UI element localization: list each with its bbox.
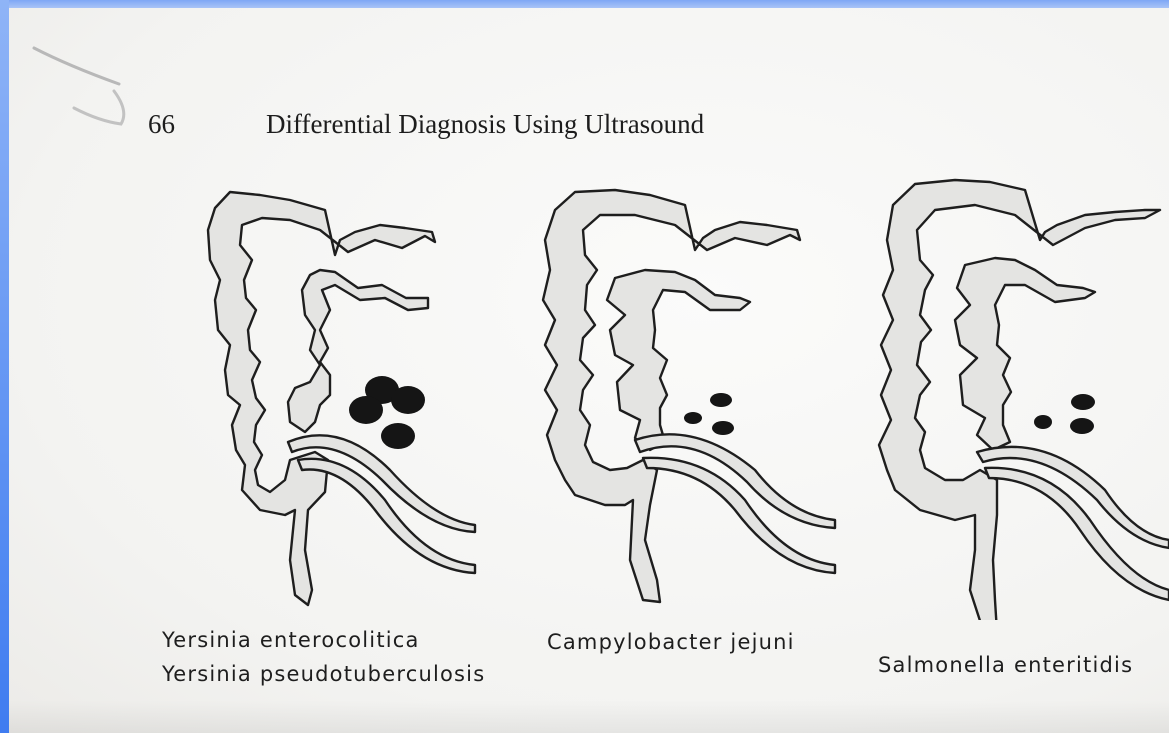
intestine-illustration <box>875 170 1169 620</box>
page-edge-shadow <box>9 700 1169 733</box>
pencil-mark-icon <box>29 36 139 131</box>
intestine-illustration <box>535 170 865 620</box>
figure-caption-1a: Yersinia enterocolitica <box>162 625 420 656</box>
window-frame-left <box>0 0 9 733</box>
figure-panel-yersinia <box>170 170 500 620</box>
lymph-nodes-small <box>684 393 734 435</box>
lymph-nodes-large <box>349 376 425 449</box>
intestine-illustration <box>170 170 500 620</box>
figure-caption-1b: Yersinia pseudotuberculosis <box>162 659 485 690</box>
figure-caption-3: Salmonella enteritidis <box>878 650 1133 681</box>
window-frame-top <box>0 0 1169 8</box>
page-title: Differential Diagnosis Using Ultrasound <box>266 109 704 140</box>
lymph-nodes-small <box>1034 394 1095 434</box>
figure-caption-2: Campylobacter jejuni <box>547 627 795 658</box>
figure-panel-salmonella <box>875 170 1169 620</box>
figure-panel-campylobacter <box>535 170 865 620</box>
page-number: 66 <box>148 109 175 140</box>
